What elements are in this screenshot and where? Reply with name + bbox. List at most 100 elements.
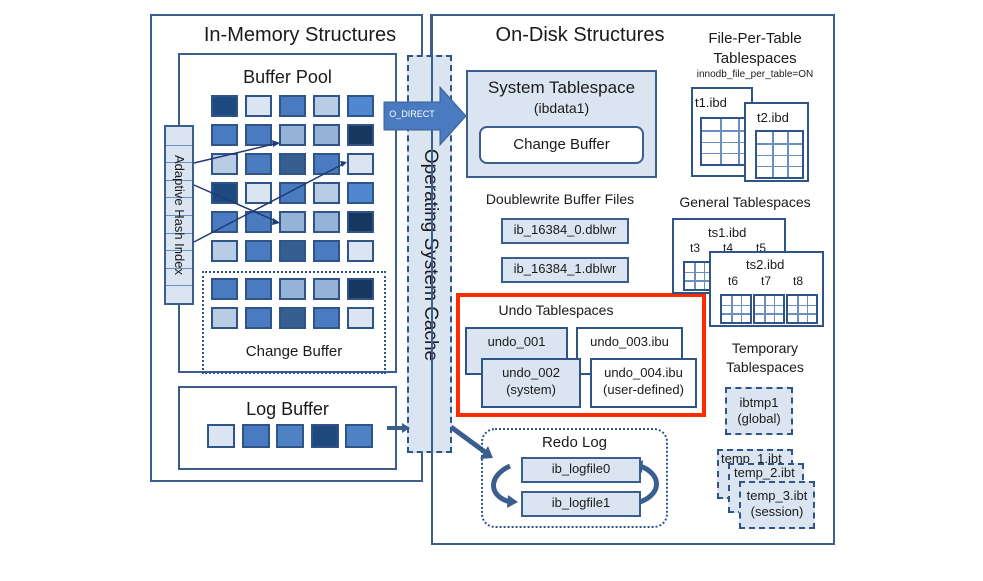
change-buffer-page bbox=[347, 307, 374, 329]
temporary-title-1: Temporary bbox=[731, 340, 799, 356]
buffer-pool-page bbox=[313, 182, 340, 204]
ts1-ibd-label: ts1.ibd bbox=[708, 225, 747, 240]
hash-index-pointers bbox=[193, 142, 346, 243]
change-buffer-page bbox=[313, 278, 340, 300]
undo-001-name: undo_001 bbox=[487, 334, 546, 349]
redo-log-title: Redo Log bbox=[541, 434, 608, 451]
change-buffer-page bbox=[245, 307, 272, 329]
temp-3-name: temp_3.ibt bbox=[746, 488, 808, 503]
doublewrite-file-1: ib_16384_1.dblwr bbox=[501, 257, 629, 283]
table-grid-line bbox=[755, 304, 783, 307]
table-grid-line bbox=[788, 304, 816, 307]
buffer-pool-page bbox=[313, 211, 340, 233]
table-grid-line bbox=[685, 280, 713, 282]
change-buffer-page bbox=[211, 307, 238, 329]
system-change-buffer: Change Buffer bbox=[479, 126, 644, 164]
hash-index-segment-divider bbox=[166, 232, 192, 234]
table-grid-line bbox=[722, 313, 750, 315]
change-buffer-page bbox=[211, 278, 238, 300]
ibtmp1-name: ibtmp1 bbox=[739, 395, 779, 410]
doublewrite-file-0: ib_16384_0.dblwr bbox=[501, 218, 629, 244]
ibtmp1-global: ibtmp1 (global) bbox=[725, 387, 793, 435]
table-grid-line bbox=[764, 296, 766, 322]
hash-index-segment-divider bbox=[166, 215, 192, 216]
buffer-pool-page bbox=[279, 153, 306, 175]
general-title: General Tablespaces bbox=[679, 194, 811, 210]
table-grid-line bbox=[731, 296, 733, 322]
log-buffer-entry bbox=[207, 424, 235, 448]
table-grid-line bbox=[755, 313, 783, 315]
table-grid-line bbox=[806, 296, 809, 322]
ts2-table-t6: t6 bbox=[728, 274, 739, 288]
temp-1-name: temp_1.ibt bbox=[721, 451, 782, 466]
redo-log-region bbox=[481, 428, 668, 528]
log-buffer-entry bbox=[276, 424, 304, 448]
change-buffer-page bbox=[245, 278, 272, 300]
t1-ibd-label: t1.ibd bbox=[695, 95, 727, 110]
ts2-ibd-label: ts2.ibd bbox=[746, 257, 785, 272]
temp-2-name: temp_2.ibt bbox=[734, 465, 795, 480]
ts1-table-t4: t4 bbox=[723, 241, 734, 255]
undo-002-type: (system) bbox=[506, 382, 556, 397]
log-buffer-entry bbox=[310, 424, 339, 448]
table-grid-line bbox=[797, 296, 799, 322]
table-grid-line bbox=[702, 130, 756, 132]
buffer-pool-page bbox=[211, 211, 238, 233]
buffer-pool-page bbox=[211, 240, 238, 262]
buffer-pool-page bbox=[313, 240, 340, 262]
buffer-pool-page bbox=[211, 153, 238, 175]
buffer-pool-page bbox=[245, 124, 272, 146]
hash-index-segment-divider bbox=[166, 267, 192, 269]
hash-index-segment-divider bbox=[166, 250, 192, 252]
system-tablespace-title: System Tablespace bbox=[487, 78, 636, 97]
table-grid-line bbox=[757, 154, 802, 156]
redo-cycle-arrow-left bbox=[491, 463, 512, 505]
redo-cycle-arrow-right bbox=[638, 463, 659, 505]
undo-title: Undo Tablespaces bbox=[498, 302, 614, 318]
buffer-pool-page bbox=[279, 211, 306, 233]
ts1-table-t5: t5 bbox=[756, 241, 767, 255]
hash-index-segment-divider bbox=[166, 197, 192, 199]
buffer-pool-page bbox=[313, 95, 340, 117]
table-grid-line bbox=[703, 263, 706, 289]
on-disk-title: On-Disk Structures bbox=[495, 24, 665, 46]
table-grid-line bbox=[740, 296, 743, 322]
redo-logfile-0: ib_logfile0 bbox=[521, 457, 641, 483]
buffer-pool-page bbox=[347, 153, 374, 175]
adaptive-hash-index bbox=[164, 125, 194, 305]
system-tablespace-file: (ibdata1) bbox=[533, 100, 590, 116]
redo-logfile-1: ib_logfile1 bbox=[521, 491, 641, 517]
buffer-pool-page bbox=[347, 95, 374, 117]
table-grid-line bbox=[757, 143, 802, 145]
buffer-pool-page bbox=[347, 182, 374, 204]
buffer-pool-page bbox=[347, 124, 374, 146]
undo-item-002: undo_002 (system) bbox=[481, 358, 581, 408]
table-grid-line bbox=[788, 313, 816, 315]
change-buffer-page bbox=[279, 278, 306, 300]
undo-003-name: undo_003.ibu bbox=[590, 334, 669, 349]
table-grid-line bbox=[773, 296, 776, 322]
buffer-pool-page bbox=[245, 153, 272, 175]
ts2-table-t8: t8 bbox=[793, 274, 804, 288]
buffer-pool-page bbox=[279, 240, 306, 262]
undo-004-type: (user-defined) bbox=[603, 382, 684, 397]
undo-item-004: undo_004.ibu (user-defined) bbox=[590, 358, 697, 408]
o-direct-label: O_DIRECT bbox=[389, 109, 435, 119]
hash-index-segment-divider bbox=[166, 162, 192, 164]
os-to-redo-arrow bbox=[449, 424, 487, 455]
buffer-pool-page bbox=[211, 124, 238, 146]
change-buffer-page bbox=[279, 307, 306, 329]
buffer-pool-page bbox=[245, 240, 272, 262]
change-buffer-page bbox=[347, 278, 374, 300]
table-grid-line bbox=[694, 263, 696, 289]
file-per-table-title-2: Tablespaces bbox=[713, 50, 797, 67]
t6-table-icon bbox=[720, 294, 752, 324]
table-grid-line bbox=[702, 152, 756, 155]
t2-ibd-label: t2.ibd bbox=[757, 110, 789, 125]
table-grid-line bbox=[722, 304, 750, 307]
hash-index-segment-divider bbox=[166, 144, 192, 146]
hash-index-segment-divider bbox=[166, 179, 192, 181]
in-memory-title: In-Memory Structures bbox=[203, 24, 397, 46]
temporary-title-2: Tablespaces bbox=[726, 359, 804, 375]
table-grid-line bbox=[702, 141, 756, 143]
